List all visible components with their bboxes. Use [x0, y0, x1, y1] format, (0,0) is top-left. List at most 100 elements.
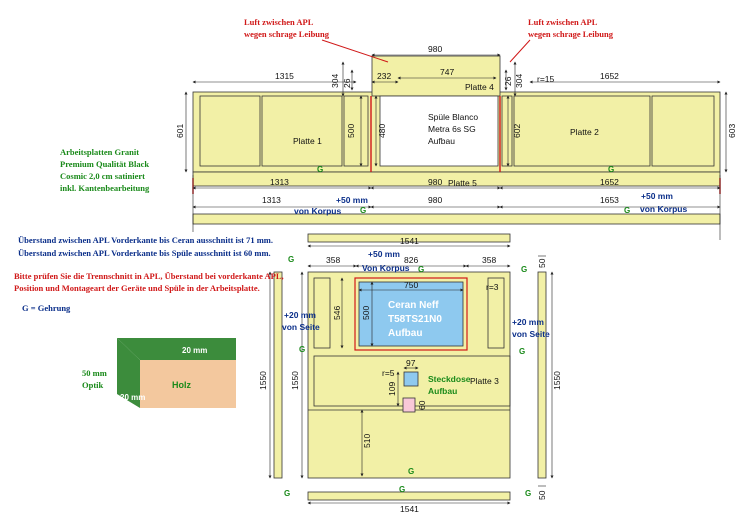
cooktop-plan-labels: 1541 358 826 358 50 750 r=3 546 500 1550…	[258, 236, 562, 514]
dim-750: 750	[404, 280, 418, 290]
luft-arrow-left	[321, 39, 389, 63]
g-bottom-right: G	[525, 489, 531, 498]
luft-note-left-2: wegen schrage Leibung	[244, 29, 329, 39]
ueberstand-ceran-note: Überstand zwischen APL Vorderkante bis C…	[18, 235, 274, 245]
dim-980-mid: 980	[428, 177, 442, 187]
dim-358-left: 358	[326, 255, 340, 265]
platte1-panel-2	[261, 95, 343, 167]
label-platte2: Platte 2	[570, 127, 599, 137]
von-korpus-left: von Korpus	[294, 206, 341, 216]
dim-1653: 1653	[600, 195, 619, 205]
dim-826: 826	[404, 255, 418, 265]
front-edge-strip	[192, 213, 721, 225]
g-bottom: G	[408, 467, 414, 476]
dim-500-ceran: 500	[361, 306, 371, 320]
dim-304-right: 304	[514, 74, 524, 88]
dim-304-left: 304	[330, 74, 340, 88]
back-edge-top	[307, 233, 511, 243]
dim-60: 60	[417, 400, 427, 410]
luft-note-right-1: Luft zwischen APL	[528, 17, 598, 27]
von-korpus-right: von Korpus	[640, 204, 687, 214]
dim-97: 97	[406, 358, 416, 368]
label-platte1: Platte 1	[293, 136, 322, 146]
ueberstand-spuele-note: Überstand zwischen APL Vorderkante bis S…	[18, 248, 271, 258]
dim-601: 601	[175, 124, 185, 138]
dim-980-top: 980	[428, 44, 442, 54]
von-seite-right: von Seite	[512, 329, 550, 339]
g-marker-1: G	[317, 165, 323, 174]
dim-r15: r=15	[537, 74, 555, 84]
cooktop-plan	[268, 233, 554, 505]
g-marker-3: G	[608, 165, 614, 174]
plus50-right: +50 mm	[641, 191, 673, 201]
dimension-lines	[184, 53, 728, 240]
joint-green-side	[117, 338, 140, 408]
cooktop-von-korpus: Von Korpus	[362, 263, 410, 273]
dim-747: 747	[440, 67, 454, 77]
optik-note-2: Optik	[82, 380, 104, 390]
dim-1550-left: 1550	[258, 371, 268, 390]
pruefen-note-2: Position und Montageart der Geräte und S…	[14, 283, 260, 293]
dim-1541-bot: 1541	[400, 504, 419, 514]
plus50-left: +50 mm	[336, 195, 368, 205]
platte2-panel-2	[513, 95, 651, 167]
joint-label-holz: Holz	[172, 380, 191, 390]
dim-358-right: 358	[482, 255, 496, 265]
side-edge-right	[537, 271, 547, 479]
dim-480: 480	[377, 124, 387, 138]
dim-510: 510	[362, 434, 372, 448]
cooktop-cutout	[358, 281, 464, 347]
dim-1313-b: 1313	[262, 195, 281, 205]
material-note-3: Cosmic 2,0 cm satiniert	[60, 171, 145, 181]
cabinet-right	[487, 277, 505, 349]
g-left: G	[288, 255, 294, 264]
sink-label-2: Metra 6s SG	[428, 124, 476, 134]
cooktop-dimension-lines	[268, 244, 554, 505]
joint-green-edge	[117, 338, 236, 360]
g-bottom-left: G	[284, 489, 290, 498]
g-right: G	[521, 265, 527, 274]
luft-note-right-2: wegen schrage Leibung	[528, 29, 613, 39]
von-seite-left: von Seite	[282, 322, 320, 332]
dim-1550-right: 1550	[552, 371, 562, 390]
dim-1652-mid: 1652	[600, 177, 619, 187]
label-platte5: Platte 5	[448, 178, 477, 188]
dim-26-right: 26	[503, 76, 513, 86]
dim-26-left: 26	[342, 78, 352, 88]
top-plan-labels: 980 747 1315 232 1652 r=15 304 26 26 304…	[175, 44, 737, 216]
label-platte4: Platte 4	[465, 82, 494, 92]
socket-marker	[402, 397, 416, 413]
platte1-panel	[199, 95, 261, 167]
dim-109: 109	[387, 382, 397, 396]
joint-wood-body	[140, 360, 236, 408]
g-marker-2: G	[360, 206, 366, 215]
ceran-label-1: Ceran Neff	[388, 300, 439, 311]
g-low-left: G	[399, 485, 405, 494]
dim-1652-top: 1652	[600, 71, 619, 81]
dim-1313-a: 1313	[270, 177, 289, 187]
material-note-1: Arbeitsplatten Granit	[60, 147, 140, 157]
g-marker-4: G	[624, 206, 630, 215]
side-edge-left	[273, 271, 283, 479]
gehrung-legend: G = Gehrung	[22, 303, 71, 313]
platte4-outline	[371, 55, 501, 97]
joint-label-20a: 20 mm	[182, 346, 207, 355]
dim-1315: 1315	[275, 71, 294, 81]
steckdose-label-1: Steckdose	[428, 374, 471, 384]
material-note-2: Premium Qualität Black	[60, 159, 150, 169]
dim-603: 603	[727, 124, 737, 138]
dim-1550-mid: 1550	[290, 371, 300, 390]
dim-r5: r=5	[382, 368, 395, 378]
g-mid-left: G	[299, 345, 305, 354]
plus20-left: +20 mm	[284, 310, 316, 320]
luft-arrow-right	[509, 39, 531, 63]
sink-label-3: Aufbau	[428, 136, 455, 146]
dim-602: 602	[512, 124, 522, 138]
top-plan	[184, 39, 728, 240]
dim-50-top: 50	[537, 258, 547, 268]
dim-980-bot: 980	[428, 195, 442, 205]
joint-label-20b: 20 mm	[120, 393, 145, 402]
dim-546: 546	[332, 306, 342, 320]
cooktop-outer	[354, 277, 468, 351]
